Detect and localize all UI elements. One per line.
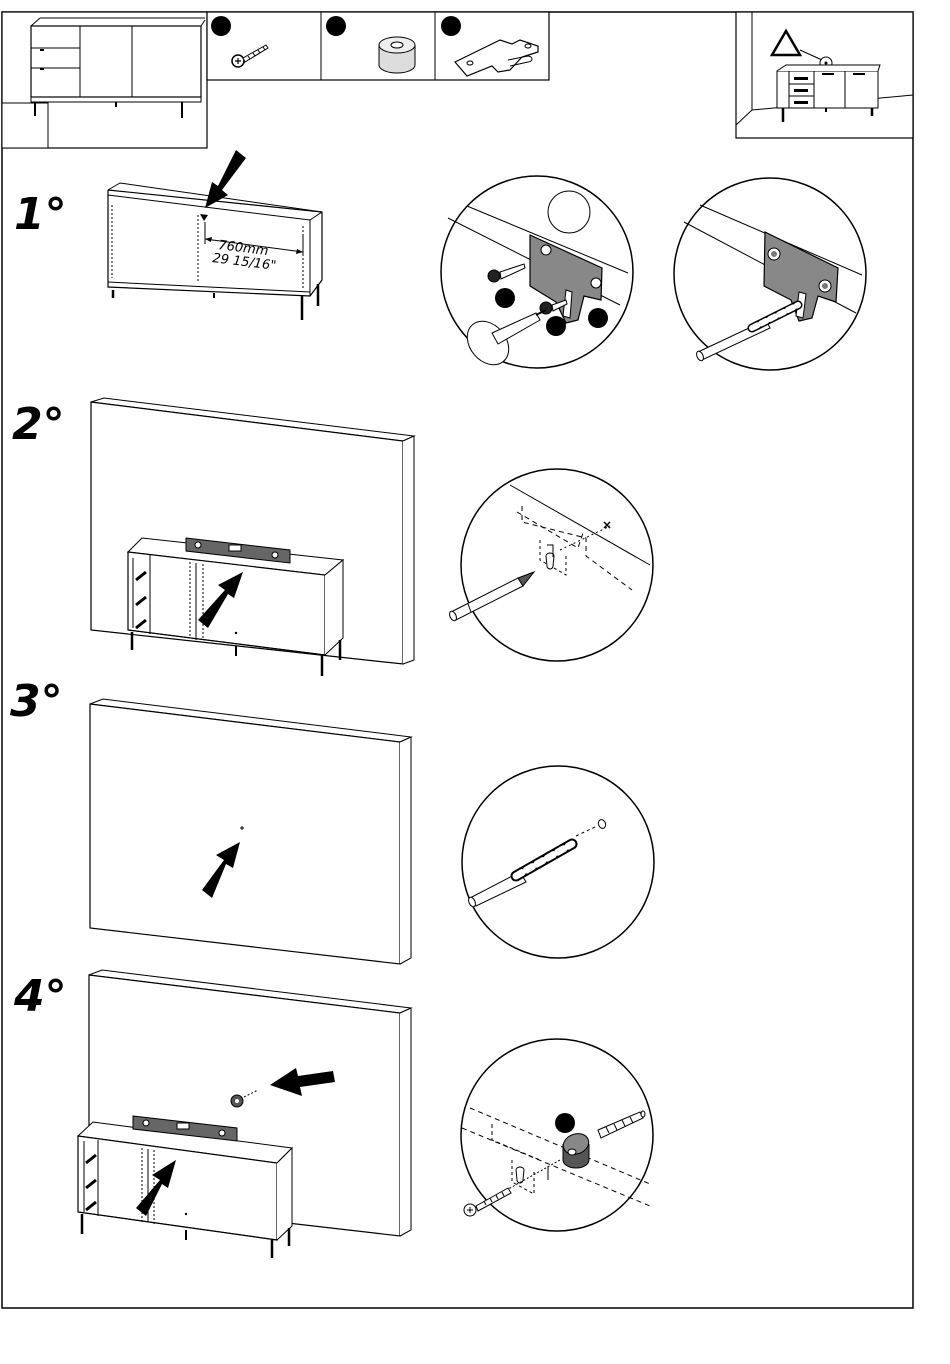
step-3-label: 3°	[10, 680, 63, 724]
warning-box	[736, 12, 913, 138]
parts-strip	[207, 12, 549, 80]
step-3-wall	[90, 699, 411, 964]
step-1-detail-drill	[674, 178, 866, 370]
step-1-label: 1°	[14, 193, 67, 237]
step-1-cabinet-back: 760mm 29 15/16"	[108, 150, 322, 320]
step-3-detail-drill	[462, 766, 654, 958]
step-1-arrow-icon	[205, 150, 246, 208]
step-4-label: 4°	[14, 975, 67, 1019]
step-2-wall-with-cabinet	[91, 398, 414, 676]
step-4-wall-with-cabinet	[78, 970, 411, 1258]
step-4-detail-fixing	[461, 1039, 653, 1231]
step-2-label: 2°	[12, 403, 65, 447]
step-2-detail-marking	[448, 469, 653, 661]
step-1-detail-bracket-screw	[441, 176, 633, 373]
header-cabinet-box	[2, 12, 207, 148]
